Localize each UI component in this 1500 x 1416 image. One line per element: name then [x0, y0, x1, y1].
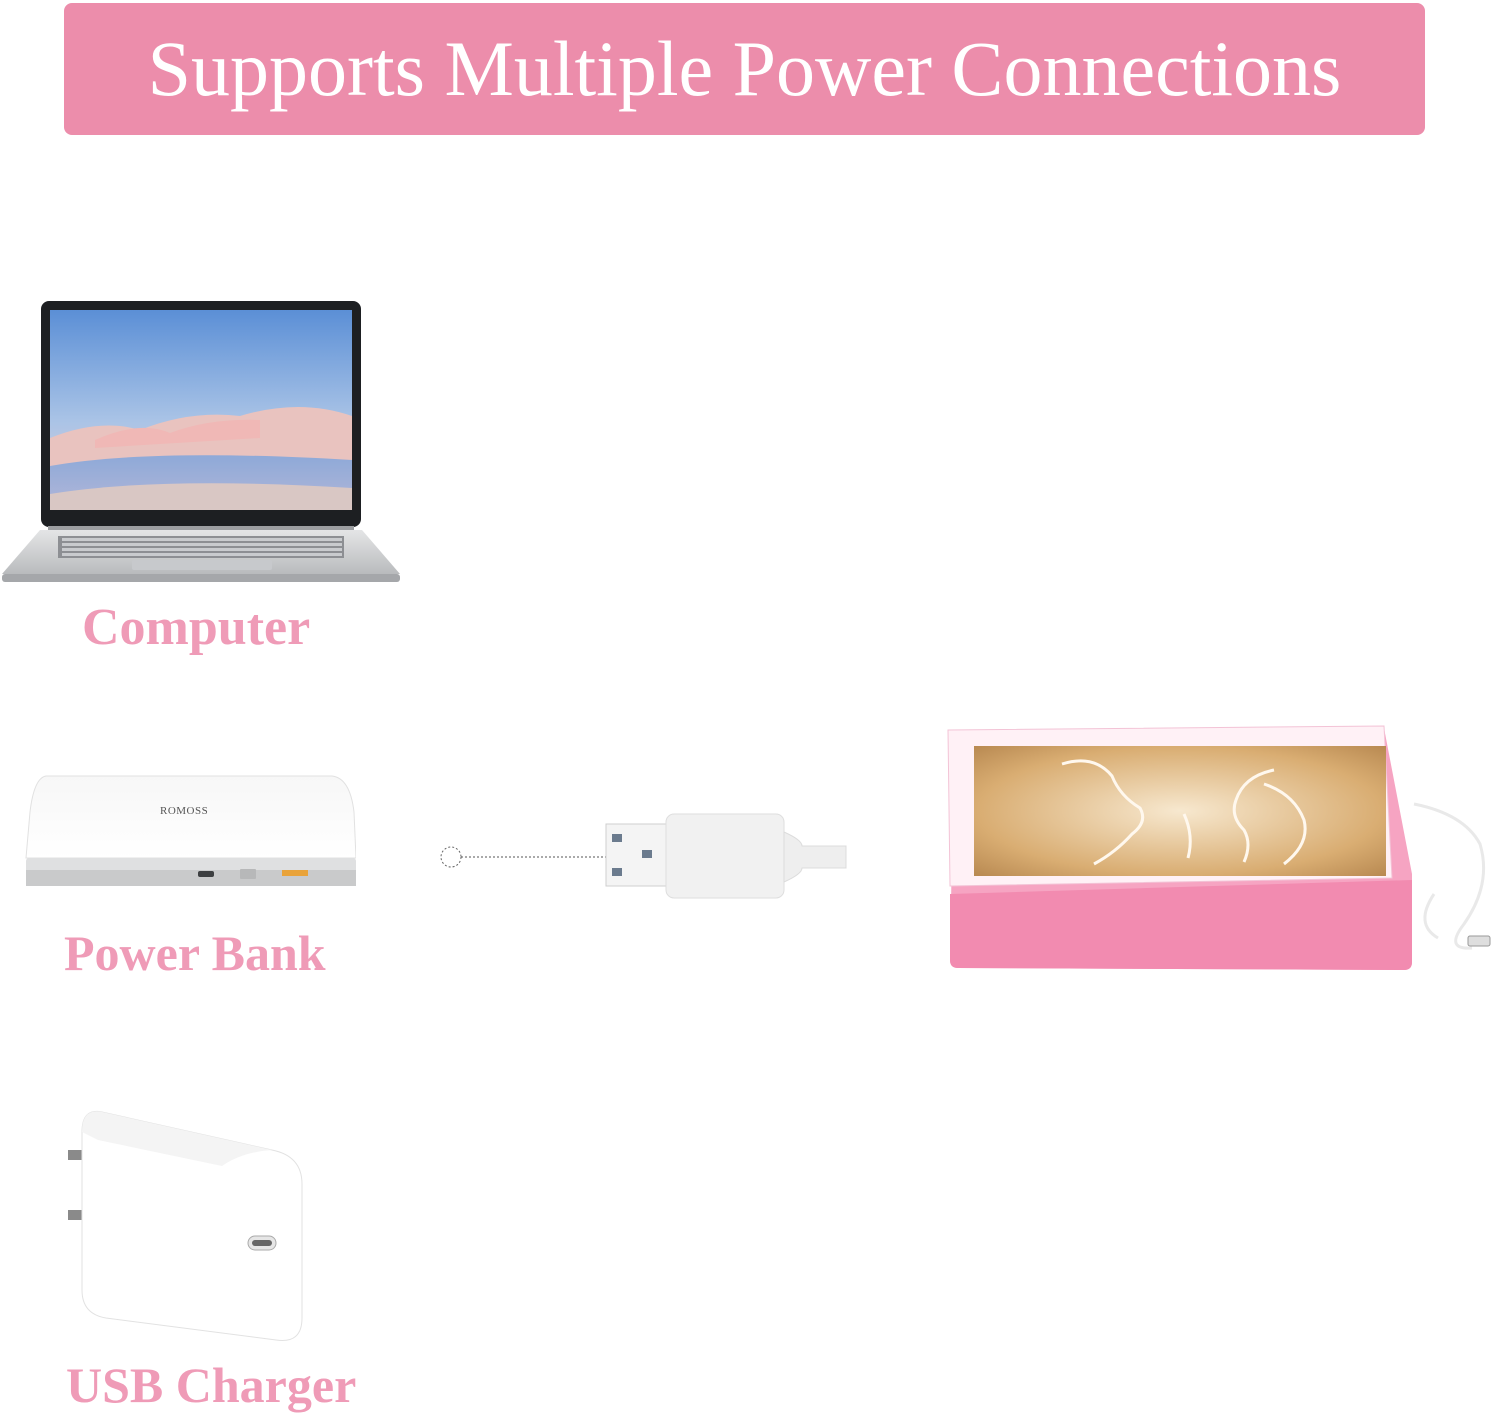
usb-a-cable-icon [436, 810, 848, 902]
power-bank-icon: ROMOSS [24, 772, 357, 890]
banner-title: Supports Multiple Power Connections [147, 25, 1342, 112]
usb-charger-icon [62, 1104, 310, 1352]
computer-label: Computer [82, 599, 311, 656]
title-banner: Supports Multiple Power Connections [64, 3, 1425, 135]
sand-painting-light-box-icon [944, 724, 1500, 976]
power-bank-brand: ROMOSS [160, 805, 208, 817]
usb-charger-label: USB Charger [66, 1357, 357, 1413]
power-bank-label: Power Bank [64, 925, 326, 981]
laptop-icon [0, 298, 402, 588]
